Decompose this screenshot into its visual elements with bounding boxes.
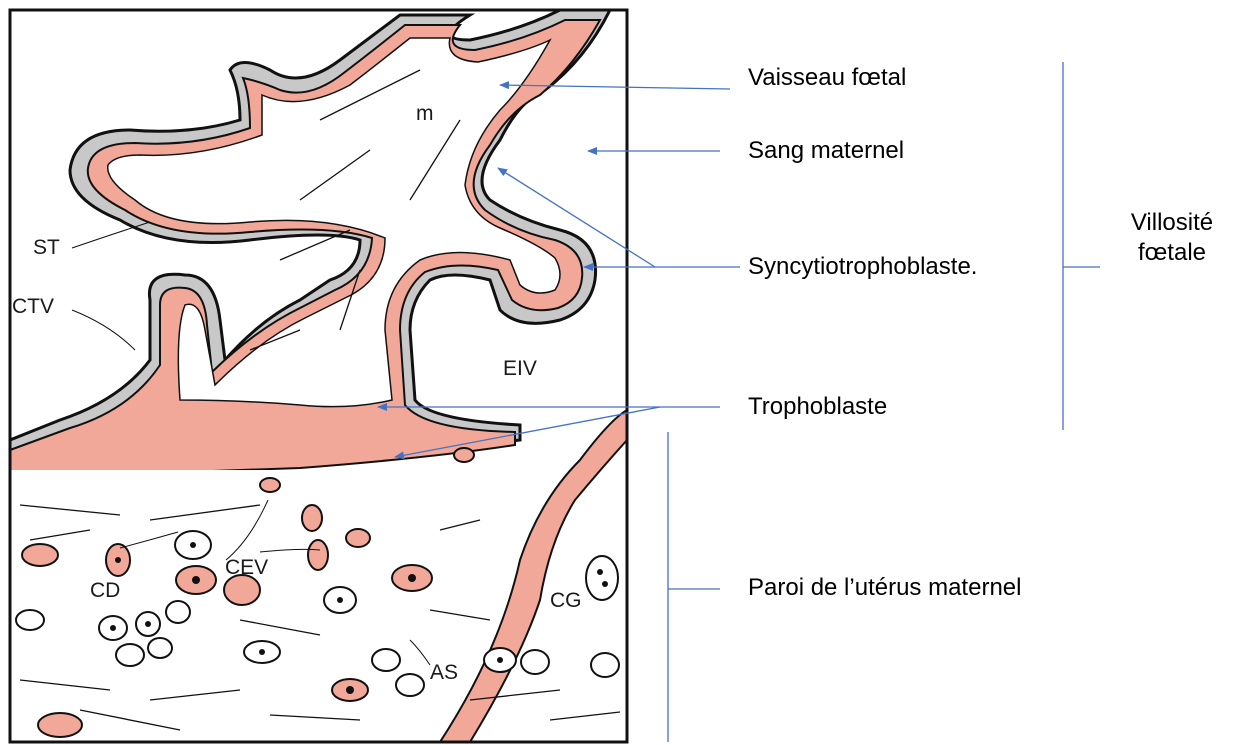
label-vaisseau-foetal: Vaisseau fœtal	[748, 66, 906, 90]
label-cev: CEV	[225, 557, 268, 578]
label-as: AS	[430, 662, 458, 683]
label-syncytiotrophoblaste: Syncytiotrophoblaste.	[748, 255, 977, 279]
label-cg: CG	[550, 590, 582, 611]
group-villosite-line2: fœtale	[1105, 238, 1239, 268]
label-m: m	[416, 103, 434, 124]
group-villosite-line1: Villosité	[1105, 208, 1239, 238]
group-villosite-foetale: Villosité fœtale	[1105, 208, 1239, 268]
label-sang-maternel: Sang maternel	[748, 139, 904, 163]
label-ctv: CTV	[12, 296, 54, 317]
label-trophoblaste: Trophoblaste	[748, 395, 887, 419]
label-st: ST	[33, 237, 60, 258]
label-paroi-uterus: Paroi de l’utérus maternel	[748, 576, 1021, 600]
label-cd: CD	[90, 580, 120, 601]
label-eiv: EIV	[503, 358, 537, 379]
